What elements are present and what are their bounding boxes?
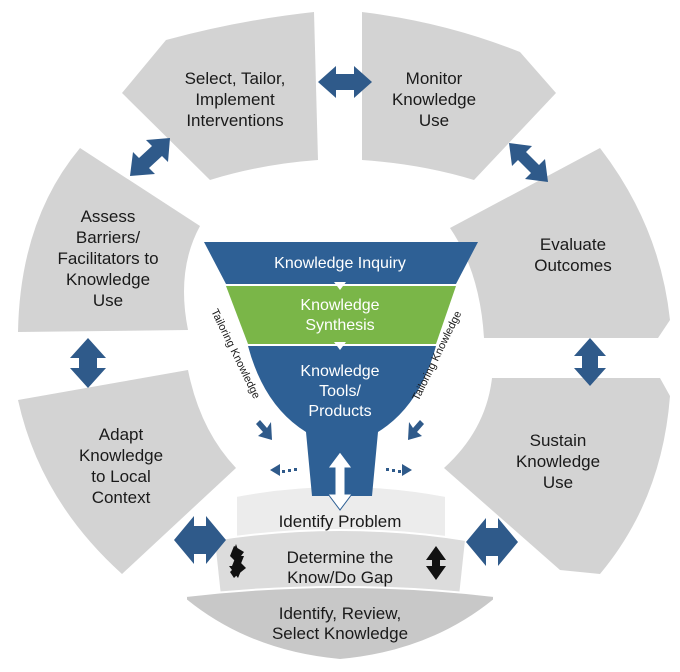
sustain-label-line-3: Use: [542, 473, 574, 492]
inquiry-text: Knowledge Inquiry: [274, 255, 406, 272]
adapt-label-line-2: Knowledge: [78, 446, 164, 465]
funnel-notch-2: [334, 342, 346, 350]
adapt-label-line-4: Context: [91, 488, 151, 507]
arrow-select-monitor: [318, 66, 372, 98]
monitor-label-line-3: Use: [418, 111, 450, 130]
adapt-label-line-3: to Local: [91, 467, 151, 486]
base-arrow-right: [426, 546, 446, 580]
segment-assess: [18, 148, 200, 332]
tools-line-3: Products: [308, 403, 372, 420]
review-line-2: Select Knowledge: [271, 624, 409, 643]
assess-label-line-4: Knowledge: [65, 270, 151, 289]
arrow-evaluate-sustain: [574, 338, 606, 386]
adapt-label-line-1: Adapt: [98, 425, 144, 444]
base-arrow-left: [229, 544, 246, 578]
arrow-base-adapt: [174, 516, 226, 564]
gap-line-2: Know/Do Gap: [287, 568, 393, 587]
arrow-assess-select: [130, 138, 170, 176]
funnel-synthesis-band: [226, 286, 456, 344]
base-review-band: [185, 586, 495, 662]
segment-sustain-label: Sustain Knowledge Use: [498, 430, 618, 493]
gap-line-1: Determine the: [286, 548, 394, 567]
stem-double-arrow: [327, 451, 353, 511]
segment-evaluate-label: Evaluate Outcomes: [518, 234, 628, 276]
assess-label-line-2: Barriers/: [75, 228, 141, 247]
segment-monitor: [362, 12, 556, 180]
base-review-label: Identify, Review, Select Knowledge: [240, 604, 440, 644]
select-label-line-3: Interventions: [186, 111, 284, 130]
funnel-notch-1: [334, 282, 346, 290]
tailoring-right-arrow: [408, 420, 424, 440]
arrow-sustain-base: [466, 518, 518, 566]
identify-problem-text: Identify Problem: [278, 512, 402, 531]
funnel-tools-label: Knowledge Tools/ Products: [270, 362, 410, 422]
funnel-inquiry-label: Knowledge Inquiry: [220, 254, 460, 274]
select-label-line-1: Select, Tailor,: [184, 69, 286, 88]
segment-evaluate: [450, 148, 670, 338]
base-gap-label: Determine the Know/Do Gap: [250, 548, 430, 588]
dotted-arrow-right: [386, 464, 412, 476]
funnel-synthesis-label: Knowledge Synthesis: [240, 296, 440, 336]
tools-line-1: Knowledge: [300, 363, 380, 380]
segment-sustain: [444, 378, 670, 574]
segment-adapt: [18, 370, 236, 574]
segment-adapt-label: Adapt Knowledge to Local Context: [56, 424, 186, 508]
assess-label-line-5: Use: [92, 291, 124, 310]
base-identify-problem-label: Identify Problem: [240, 512, 440, 532]
assess-label-line-1: Assess: [80, 207, 136, 226]
synthesis-line-1: Knowledge: [300, 297, 380, 314]
tools-line-2: Tools/: [319, 383, 361, 400]
arrow-adapt-assess: [70, 338, 106, 388]
segment-select-label: Select, Tailor, Implement Interventions: [160, 68, 310, 131]
monitor-label-line-2: Knowledge: [391, 90, 477, 109]
synthesis-line-2: Synthesis: [305, 317, 375, 334]
sustain-label-line-1: Sustain: [529, 431, 587, 450]
segment-select: [122, 12, 318, 180]
dotted-arrow-left: [270, 464, 297, 476]
monitor-label-line-1: Monitor: [405, 69, 463, 88]
assess-label-line-3: Facilitators to: [57, 249, 159, 268]
sustain-label-line-2: Knowledge: [515, 452, 601, 471]
evaluate-label-line-1: Evaluate: [539, 235, 607, 254]
review-line-1: Identify, Review,: [278, 604, 402, 623]
segment-assess-label: Assess Barriers/ Facilitators to Knowled…: [38, 206, 178, 311]
select-label-line-2: Implement: [195, 90, 275, 109]
evaluate-label-line-2: Outcomes: [534, 256, 612, 275]
funnel-tools-band: [248, 346, 436, 496]
arrow-monitor-evaluate: [509, 143, 548, 182]
funnel-inquiry-band: [204, 242, 478, 284]
tailoring-left-arrow: [256, 420, 272, 440]
segment-monitor-label: Monitor Knowledge Use: [374, 68, 494, 131]
